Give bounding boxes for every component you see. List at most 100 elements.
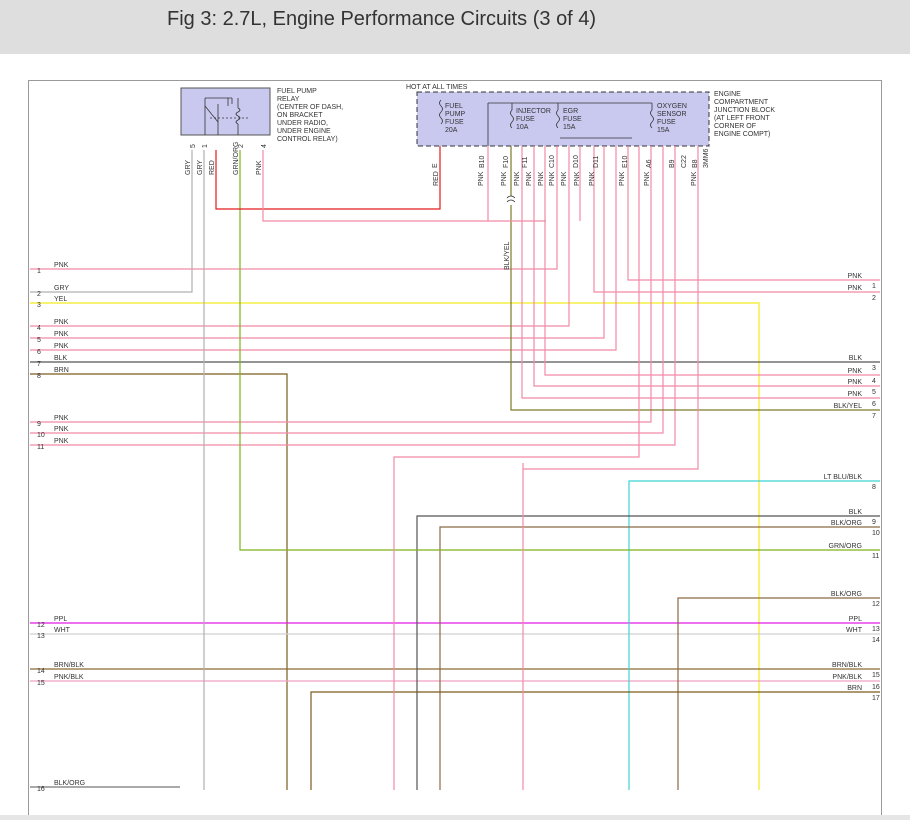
right-pin-number: 15 bbox=[872, 672, 880, 679]
left-pin-number: 15 bbox=[37, 680, 45, 687]
right-pin-number: 12 bbox=[872, 601, 880, 608]
right-pin-number: 7 bbox=[872, 413, 876, 420]
relay-label-line: RELAY bbox=[277, 96, 300, 103]
relay-wire-color: GRN/ORG bbox=[233, 142, 240, 175]
left-pin-number: 7 bbox=[37, 361, 41, 368]
wire-right-6-pnk bbox=[521, 146, 880, 399]
fuse-label: FUSE bbox=[445, 119, 464, 126]
left-pin-number: 8 bbox=[37, 373, 41, 380]
relay-pin-number: 5 bbox=[190, 144, 197, 148]
relay-schematic bbox=[204, 97, 250, 135]
fuse-label: 15A bbox=[657, 127, 670, 134]
left-wire-label: PNK bbox=[54, 415, 69, 422]
wire-left-8-brn bbox=[30, 373, 288, 790]
wire-right-12-blkorg bbox=[677, 597, 880, 790]
right-wire-label: WHT bbox=[846, 627, 863, 634]
junction-pin-label: C10 bbox=[549, 155, 556, 168]
relay-pin-number: 1 bbox=[202, 144, 209, 148]
junction-pin-label: E bbox=[432, 163, 439, 168]
right-wire-label: PNK bbox=[848, 379, 863, 386]
block-wire-color: PNK bbox=[526, 171, 533, 186]
wire-left-1-pnk bbox=[30, 146, 558, 270]
wire-right-8-ltblublk bbox=[628, 480, 880, 790]
junction-pin-label: B9 bbox=[669, 159, 676, 168]
right-pin-number: 6 bbox=[872, 401, 876, 408]
left-wire-label: BRN/BLK bbox=[54, 662, 84, 669]
relay-label-line: FUEL PUMP bbox=[277, 88, 317, 95]
relay-wire-color: GRY bbox=[197, 160, 204, 175]
wire-pnk-down-1 bbox=[393, 146, 640, 790]
left-pin-number: 1 bbox=[37, 268, 41, 275]
junction-pin-label: B8 bbox=[692, 159, 699, 168]
fuse-label: INJECTOR bbox=[516, 108, 551, 115]
right-pin-number: 4 bbox=[872, 378, 876, 385]
wire-left-2-gry bbox=[30, 150, 193, 293]
relay-pin-number: 2 bbox=[238, 144, 245, 148]
junction-label-line: COMPARTMENT bbox=[714, 99, 769, 106]
block-wire-color: PNK bbox=[501, 171, 508, 186]
junction-label-line: CORNER OF bbox=[714, 123, 756, 130]
block-wire-color: PNK bbox=[619, 171, 626, 186]
block-wire-color: PNK bbox=[574, 171, 581, 186]
splice-wire-label: BLK/YEL bbox=[504, 241, 511, 270]
fuse-label: EGR bbox=[563, 108, 578, 115]
block-wire-color: PNK bbox=[514, 171, 521, 186]
left-wire-label: GRY bbox=[54, 285, 69, 292]
left-pin-number: 12 bbox=[37, 622, 45, 629]
right-pin-number: 13 bbox=[872, 626, 880, 633]
hot-at-all-times-label: HOT AT ALL TIMES bbox=[406, 84, 468, 91]
wire-pnk-relay-4 bbox=[262, 150, 546, 222]
block-wire-color: PNK bbox=[644, 171, 651, 186]
relay-wire-color: RED bbox=[209, 160, 216, 175]
right-pin-number: 8 bbox=[872, 484, 876, 491]
junction-pin-label: D11 bbox=[593, 156, 600, 168]
wire-left-9-pnk bbox=[30, 146, 652, 423]
wire-left-6-pnk bbox=[30, 146, 617, 351]
wire-right-4-pnk bbox=[544, 146, 880, 376]
left-pin-number: 13 bbox=[37, 633, 45, 640]
right-pin-number: 10 bbox=[872, 530, 880, 537]
block-wire-color: PNK bbox=[691, 171, 698, 186]
wire-right-2-pnk bbox=[593, 146, 880, 293]
right-wire-label: PPL bbox=[849, 616, 862, 623]
left-pin-number: 10 bbox=[37, 432, 45, 439]
wire-left-10-pnk bbox=[30, 146, 664, 434]
fuse-label: FUSE bbox=[657, 119, 676, 126]
block-wire-color: RED bbox=[433, 171, 440, 186]
fuse-label: 15A bbox=[563, 124, 576, 131]
wires-layer bbox=[30, 146, 880, 790]
wire-left-11-pnk bbox=[30, 146, 676, 446]
right-wire-label: BLK/YEL bbox=[834, 403, 863, 410]
wire-pnk-b8 bbox=[523, 146, 699, 470]
right-wire-label: BRN bbox=[847, 685, 862, 692]
junction-label-line: JUNCTION BLOCK bbox=[714, 107, 775, 114]
title-bar: Fig 3: 2.7L, Engine Performance Circuits… bbox=[0, 0, 910, 54]
left-pin-number: 4 bbox=[37, 325, 41, 332]
wire-right-5-pnk bbox=[533, 146, 880, 387]
bottom-scrollbar[interactable] bbox=[0, 815, 910, 820]
wire-red-relay bbox=[215, 146, 441, 210]
left-wire-label: PNK bbox=[54, 319, 69, 326]
left-pin-number: 14 bbox=[37, 668, 45, 675]
wire-left-3-yel bbox=[30, 302, 760, 790]
wire-left-4-pnk bbox=[30, 146, 570, 327]
right-pin-number: 3 bbox=[872, 365, 876, 372]
wire-right-7-blkyel bbox=[510, 205, 880, 411]
junction-pin-label: C22 bbox=[681, 155, 688, 168]
relay-label-line: UNDER ENGINE bbox=[277, 128, 331, 135]
fuse-label: 20A bbox=[445, 127, 458, 134]
wire-right-17-brn bbox=[310, 691, 880, 790]
fuse-label: OXYGEN bbox=[657, 103, 687, 110]
right-wire-label: BLK bbox=[849, 355, 863, 362]
junction-block-box bbox=[416, 91, 710, 147]
junction-internal-bus bbox=[439, 99, 654, 146]
fuse-label: SENSOR bbox=[657, 111, 687, 118]
junction-pin-label: F10 bbox=[503, 156, 510, 168]
wire-right-11-grnorg bbox=[239, 150, 880, 551]
left-pin-number: 5 bbox=[37, 337, 41, 344]
left-wire-label: BLK/ORG bbox=[54, 780, 85, 787]
relay-label-line: ON BRACKET bbox=[277, 112, 323, 119]
block-wire-color: PNK bbox=[478, 171, 485, 186]
right-pin-number: 11 bbox=[872, 553, 879, 560]
block-wire-color: PNK bbox=[549, 171, 556, 186]
